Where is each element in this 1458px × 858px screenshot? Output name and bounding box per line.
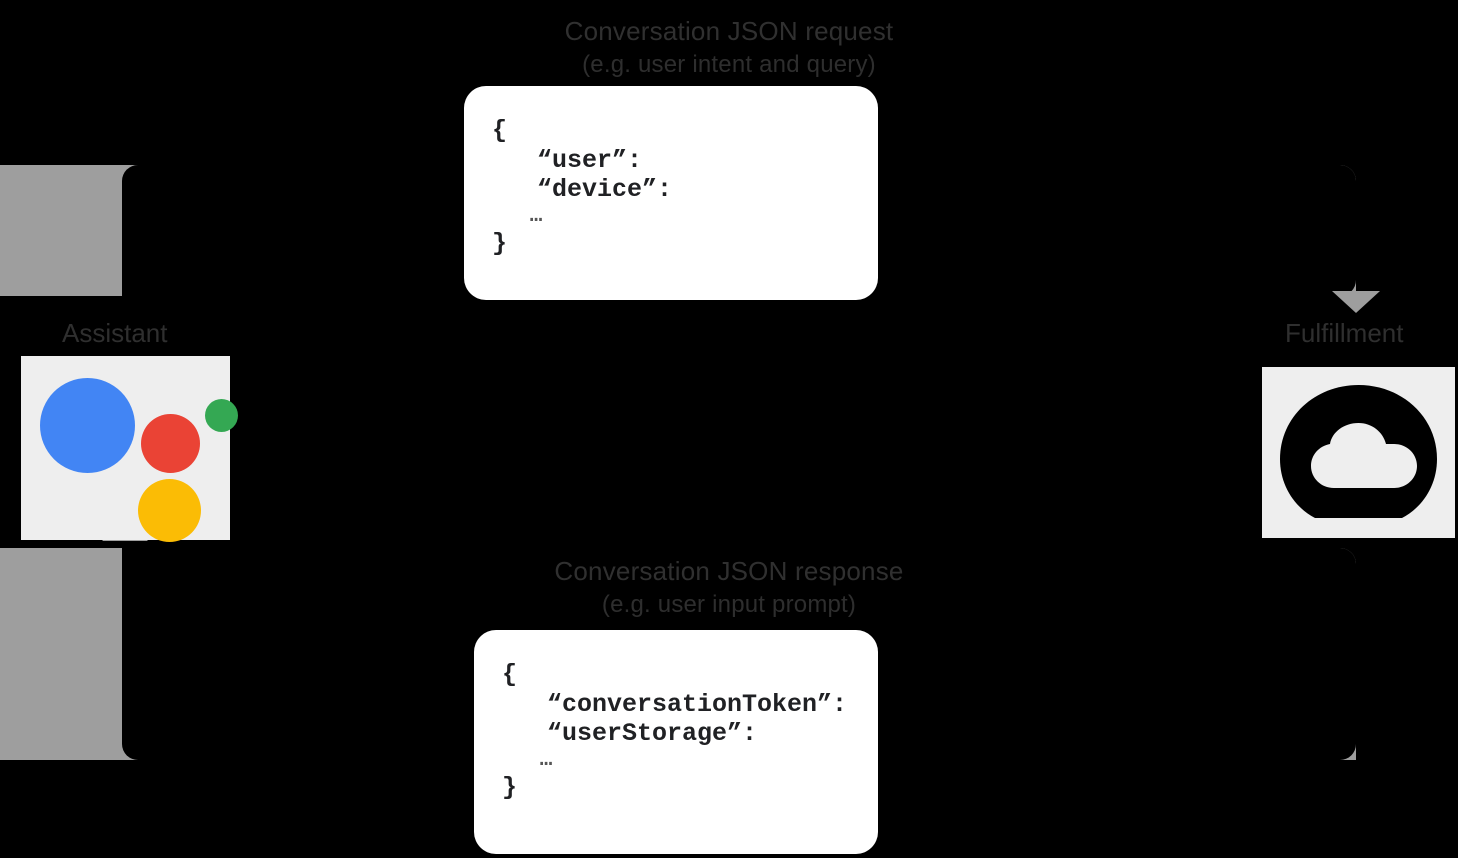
json-response-line-2: “userStorage”: xyxy=(502,719,758,748)
request-heading: Conversation JSON request (e.g. user int… xyxy=(329,16,1129,79)
json-request-line-1: “user”: xyxy=(492,145,643,175)
assistant-yellow-dot-icon xyxy=(138,479,201,542)
response-heading: Conversation JSON response (e.g. user in… xyxy=(329,556,1129,619)
cloud-icon xyxy=(1262,367,1455,538)
json-response-line-1: “conversationToken”: xyxy=(502,689,848,719)
assistant-label: Assistant xyxy=(62,318,168,348)
response-heading-line2: (e.g. user input prompt) xyxy=(601,590,857,618)
response-heading-line1: Conversation JSON response xyxy=(554,556,904,586)
assistant-blue-dot-icon xyxy=(40,378,135,473)
json-request-line-4: } xyxy=(492,229,508,259)
json-request-line-3: … xyxy=(492,204,543,228)
arrow-right-down-icon xyxy=(1332,291,1380,313)
json-response-line-3: … xyxy=(502,748,553,772)
assistant-red-dot-icon xyxy=(141,414,200,473)
request-heading-line2: (e.g. user intent and query) xyxy=(582,50,876,78)
fulfillment-label: Fulfillment xyxy=(1285,318,1404,348)
assistant-green-dot-icon xyxy=(205,399,238,432)
google-assistant-icon xyxy=(21,356,238,542)
json-request-line-0: { xyxy=(492,116,508,145)
json-request-line-2: “device”: xyxy=(492,175,673,204)
request-heading-line1: Conversation JSON request xyxy=(564,16,894,46)
json-response-card: { “conversationToken”: “userStorage”: … … xyxy=(474,630,878,854)
json-response-line-0: { xyxy=(502,660,518,689)
json-response-line-4: } xyxy=(502,773,518,803)
json-request-card: { “user”: “device”: … } xyxy=(464,86,878,300)
